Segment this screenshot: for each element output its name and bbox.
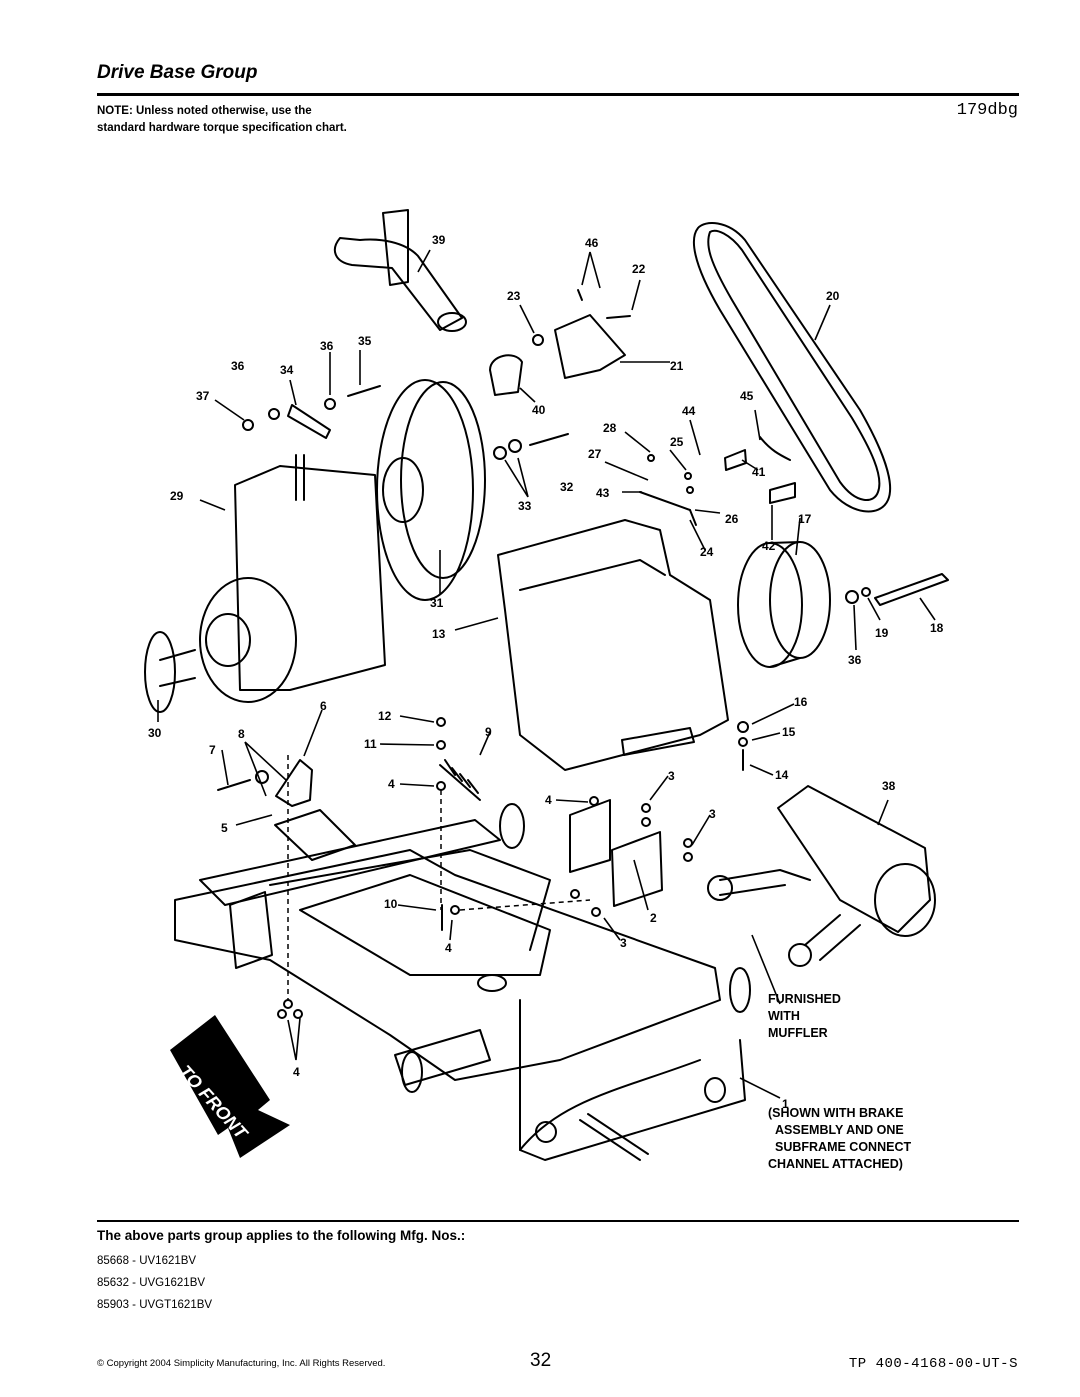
main-pulley-part bbox=[376, 379, 474, 601]
callout-28: 28 bbox=[603, 421, 617, 435]
assembly-note: (SHOWN WITH BRAKE ASSEMBLY AND ONE SUBFR… bbox=[768, 1106, 911, 1171]
callout-6: 6 bbox=[320, 699, 327, 713]
svg-text:(SHOWN WITH BRAKE: (SHOWN WITH BRAKE bbox=[768, 1106, 903, 1120]
svg-text:FURNISHED: FURNISHED bbox=[768, 992, 841, 1006]
callout-16: 16 bbox=[794, 695, 808, 709]
callout-46: 46 bbox=[585, 236, 599, 250]
muffler-note: FURNISHED WITH MUFFLER bbox=[768, 992, 841, 1040]
torque-note: NOTE: Unless noted otherwise, use the st… bbox=[97, 105, 347, 134]
callout-33: 33 bbox=[518, 499, 532, 513]
section-rule bbox=[97, 1220, 1019, 1222]
callout-7: 7 bbox=[209, 743, 216, 757]
callout-30: 30 bbox=[148, 726, 162, 740]
callout-35: 35 bbox=[358, 334, 372, 348]
callout-17: 17 bbox=[798, 512, 812, 526]
long-bolt-part bbox=[874, 573, 949, 606]
callout-22: 22 bbox=[632, 262, 646, 276]
mfg-list: 85668 - UV1621BV 85632 - UVG1621BV 85903… bbox=[97, 1250, 212, 1316]
callout-36: 36 bbox=[320, 339, 334, 353]
callout-20: 20 bbox=[826, 289, 840, 303]
doc-number: TP 400-4168-00-UT-S bbox=[848, 1356, 1018, 1372]
mfg-item: 85903 - UVGT1621BV bbox=[97, 1299, 213, 1311]
callout-14: 14 bbox=[775, 768, 789, 782]
drive-belt-part bbox=[692, 222, 892, 513]
callout-40: 40 bbox=[532, 403, 546, 417]
callout-18: 18 bbox=[930, 621, 944, 635]
callout-15: 15 bbox=[782, 725, 796, 739]
sprocket-part bbox=[144, 631, 176, 713]
callout-3b: 3 bbox=[709, 807, 716, 821]
callout-44: 44 bbox=[682, 404, 696, 418]
callout-45: 45 bbox=[740, 389, 754, 403]
callout-4b: 4 bbox=[545, 793, 552, 807]
svg-text:WITH: WITH bbox=[768, 1009, 800, 1023]
svg-text:MUFFLER: MUFFLER bbox=[768, 1026, 828, 1040]
callout-2: 2 bbox=[650, 911, 657, 925]
callout-13: 13 bbox=[432, 627, 446, 641]
callout-25: 25 bbox=[670, 435, 684, 449]
engine-shroud-part bbox=[497, 519, 729, 771]
callout-24: 24 bbox=[700, 545, 714, 559]
callout-27: 27 bbox=[588, 447, 602, 461]
diagram-code: 179dbg bbox=[956, 101, 1018, 120]
callout-4d: 4 bbox=[293, 1065, 300, 1079]
callout-34: 34 bbox=[280, 363, 294, 377]
callout-3a: 3 bbox=[668, 769, 675, 783]
page-title: Drive Base Group bbox=[97, 62, 258, 83]
clamp-part bbox=[489, 354, 523, 396]
svg-text:CHANNEL ATTACHED): CHANNEL ATTACHED) bbox=[768, 1157, 903, 1171]
callout-4a: 4 bbox=[388, 777, 395, 791]
callout-9: 9 bbox=[485, 725, 492, 739]
callout-labels: 39 46 22 23 20 36 35 21 36 34 37 40 45 4… bbox=[148, 233, 944, 1111]
gearbox-part bbox=[234, 465, 386, 691]
callout-26: 26 bbox=[725, 512, 739, 526]
callout-41: 41 bbox=[752, 465, 766, 479]
callout-5: 5 bbox=[221, 821, 228, 835]
callout-21: 21 bbox=[670, 359, 684, 373]
callout-43: 43 bbox=[596, 486, 610, 500]
mount-bracket-part bbox=[554, 314, 626, 379]
page-number: 32 bbox=[530, 1350, 552, 1371]
callout-3c: 3 bbox=[620, 936, 627, 950]
copyright: © Copyright 2004 Simplicity Manufacturin… bbox=[97, 1358, 386, 1369]
callout-32: 32 bbox=[560, 480, 574, 494]
main-frame-part bbox=[174, 849, 721, 1081]
shift-lever-part bbox=[333, 209, 463, 331]
mfg-item: 85632 - UVG1621BV bbox=[97, 1277, 206, 1289]
callout-4c: 4 bbox=[445, 941, 452, 955]
callout-31: 31 bbox=[430, 596, 444, 610]
svg-text:SUBFRAME CONNECT: SUBFRAME CONNECT bbox=[775, 1140, 911, 1154]
callout-11: 11 bbox=[364, 737, 377, 751]
callout-39: 39 bbox=[432, 233, 446, 247]
callout-42: 42 bbox=[762, 539, 776, 553]
callout-29: 29 bbox=[170, 489, 184, 503]
callout-19: 19 bbox=[875, 626, 889, 640]
callout-12: 12 bbox=[378, 709, 392, 723]
callout-37: 37 bbox=[196, 389, 210, 403]
callout-1: 1 bbox=[782, 1097, 789, 1111]
mfg-item: 85668 - UV1621BV bbox=[97, 1255, 197, 1267]
muffler-part bbox=[777, 785, 931, 933]
applies-heading: The above parts group applies to the fol… bbox=[97, 1228, 466, 1243]
callout-23: 23 bbox=[507, 289, 521, 303]
callout-36c: 36 bbox=[848, 653, 862, 667]
svg-text:ASSEMBLY AND ONE: ASSEMBLY AND ONE bbox=[775, 1123, 904, 1137]
callout-8: 8 bbox=[238, 727, 245, 741]
callout-36b: 36 bbox=[231, 359, 245, 373]
callout-10: 10 bbox=[384, 897, 398, 911]
title-rule bbox=[97, 93, 1019, 96]
to-front-arrow bbox=[170, 1015, 290, 1158]
callout-38: 38 bbox=[882, 779, 896, 793]
